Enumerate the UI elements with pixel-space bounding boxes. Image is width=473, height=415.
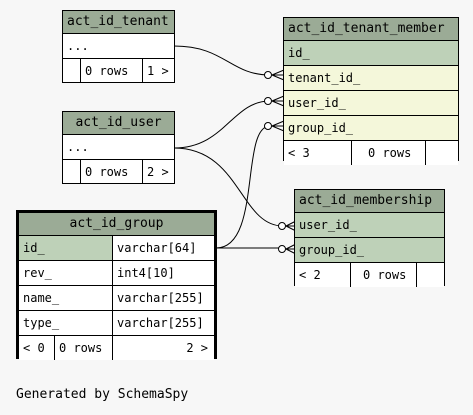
children-cell <box>425 141 458 165</box>
edge-user-to-membership <box>173 147 284 227</box>
children-cell <box>416 263 444 287</box>
column-name: ... <box>67 39 89 53</box>
parents-link[interactable]: < 2 <box>299 268 321 282</box>
table-title[interactable]: act_id_tenant <box>63 11 174 34</box>
column-row: group_id_ <box>284 116 458 141</box>
generated-by-footer: Generated by SchemaSpy <box>16 387 189 402</box>
column-row: group_id_ <box>295 238 444 263</box>
parents-link[interactable]: < 0 <box>23 341 45 355</box>
column-name: name_ <box>23 291 60 305</box>
marker-tenant-member-group <box>264 122 272 130</box>
row-count: 0 rows <box>350 263 416 287</box>
column-name: ... <box>67 140 89 154</box>
column-row: user_id_ <box>295 213 444 238</box>
column-row: id_ varchar[64] <box>19 236 214 261</box>
table-title[interactable]: act_id_group <box>19 213 214 236</box>
column-name: type_ <box>23 316 60 330</box>
column-name: group_id_ <box>299 243 365 257</box>
table-act-id-tenant-member[interactable]: act_id_tenant_member id_ tenant_id_ user… <box>283 17 459 165</box>
column-name: user_id_ <box>288 96 346 110</box>
column-row: type_ varchar[255] <box>19 311 214 336</box>
column-name: tenant_id_ <box>288 71 361 85</box>
column-type: varchar[64] <box>112 236 214 260</box>
edge-tenant-to-tenant-member <box>173 45 271 76</box>
table-act-id-membership[interactable]: act_id_membership user_id_ group_id_ < 2… <box>294 189 445 287</box>
column-row: name_ varchar[255] <box>19 286 214 311</box>
column-row: user_id_ <box>284 91 458 116</box>
column-type: int4[10] <box>112 261 214 285</box>
table-title[interactable]: act_id_membership <box>295 190 444 213</box>
column-name: rev_ <box>23 266 52 280</box>
row-count: 0 rows <box>80 59 142 83</box>
column-name: group_id_ <box>288 121 354 135</box>
parents-link[interactable]: < 3 <box>288 146 310 160</box>
children-link[interactable]: 1 > <box>142 59 174 83</box>
edge-user-to-tenant-member <box>173 100 271 149</box>
children-link[interactable]: 2 > <box>112 336 214 360</box>
table-footer: 0 rows 2 > <box>63 160 174 184</box>
marker-membership-group <box>278 245 286 253</box>
column-name: id_ <box>288 46 310 60</box>
column-row: rev_ int4[10] <box>19 261 214 286</box>
edge-group-to-tenant-member <box>215 125 271 249</box>
marker-membership-user <box>278 222 286 230</box>
table-footer: 0 rows 1 > <box>63 59 174 83</box>
parents-cell <box>63 160 80 184</box>
column-row: ... <box>63 34 174 59</box>
column-row: id_ <box>284 41 458 66</box>
column-row: tenant_id_ <box>284 66 458 91</box>
table-act-id-user[interactable]: act_id_user ... 0 rows 2 > <box>62 111 175 184</box>
column-type: varchar[255] <box>112 286 214 310</box>
table-act-id-group[interactable]: act_id_group id_ varchar[64] rev_ int4[1… <box>16 210 217 360</box>
row-count: 0 rows <box>54 336 112 360</box>
table-footer: < 3 0 rows <box>284 141 458 165</box>
table-title[interactable]: act_id_tenant_member <box>284 18 458 41</box>
column-name: user_id_ <box>299 218 357 232</box>
marker-tenant-member-tenant <box>264 71 272 79</box>
column-row: ... <box>63 135 174 160</box>
column-name: id_ <box>23 241 45 255</box>
table-footer: < 0 0 rows 2 > <box>19 336 214 360</box>
children-link[interactable]: 2 > <box>142 160 174 184</box>
table-title[interactable]: act_id_user <box>63 112 174 135</box>
table-act-id-tenant[interactable]: act_id_tenant ... 0 rows 1 > <box>62 10 175 83</box>
row-count: 0 rows <box>80 160 142 184</box>
row-count: 0 rows <box>351 141 425 165</box>
marker-tenant-member-user <box>264 97 272 105</box>
parents-cell <box>63 59 80 83</box>
column-type: varchar[255] <box>112 311 214 335</box>
table-footer: < 2 0 rows <box>295 263 444 287</box>
